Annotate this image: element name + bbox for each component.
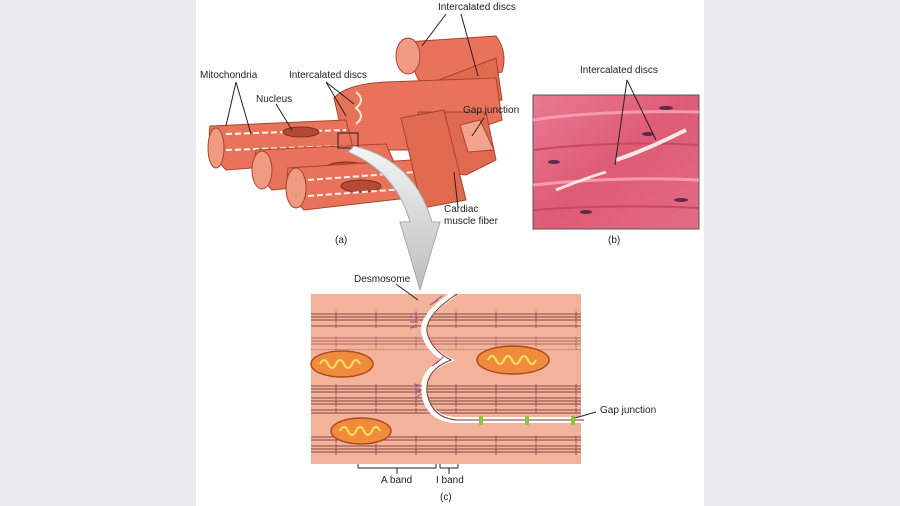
label-intercalated-discs-b: Intercalated discs: [580, 65, 658, 76]
panel-a-illustration: [207, 35, 505, 211]
panel-c-leaders: [357, 283, 597, 474]
label-cardiac-line2: muscle fiber: [444, 216, 498, 227]
label-gap-junction-c: Gap junction: [600, 405, 657, 416]
panel-b-micrograph: [532, 79, 700, 230]
label-mitochondria: Mitochondria: [200, 70, 258, 81]
caption-a: (a): [335, 235, 348, 246]
label-a-band: A band: [381, 475, 413, 486]
zoom-arrow: [347, 145, 441, 292]
gap-junction-a: [459, 119, 495, 153]
intercalated-disc-membrane: [420, 291, 581, 423]
panel-a-leaders: [225, 13, 485, 209]
mitochondrion-3: [330, 417, 392, 445]
gap-junction-c-3: [571, 416, 575, 425]
mitochondrion-1: [310, 350, 374, 378]
gap-junction-c-1: [479, 416, 483, 425]
gap-junction-c-2: [525, 416, 529, 425]
label-i-band: I band: [436, 475, 464, 486]
label-intercalated-discs-left: Intercalated discs: [289, 70, 367, 81]
caption-b: (b): [608, 235, 621, 246]
caption-c: (c): [440, 492, 452, 503]
zoom-box: [337, 132, 359, 149]
diagram-drawing: [207, 13, 700, 474]
label-cardiac-line1: Cardiac: [444, 204, 479, 215]
figure-page: Mitochondria Nucleus Intercalated discs …: [196, 0, 704, 506]
nucleus-shape: [282, 126, 320, 138]
panel-c-illustration: [310, 291, 584, 464]
label-nucleus: Nucleus: [256, 94, 293, 105]
label-intercalated-discs-top: Intercalated discs: [438, 2, 516, 13]
label-desmosome: Desmosome: [354, 274, 411, 285]
label-gap-junction-a: Gap junction: [463, 105, 520, 116]
